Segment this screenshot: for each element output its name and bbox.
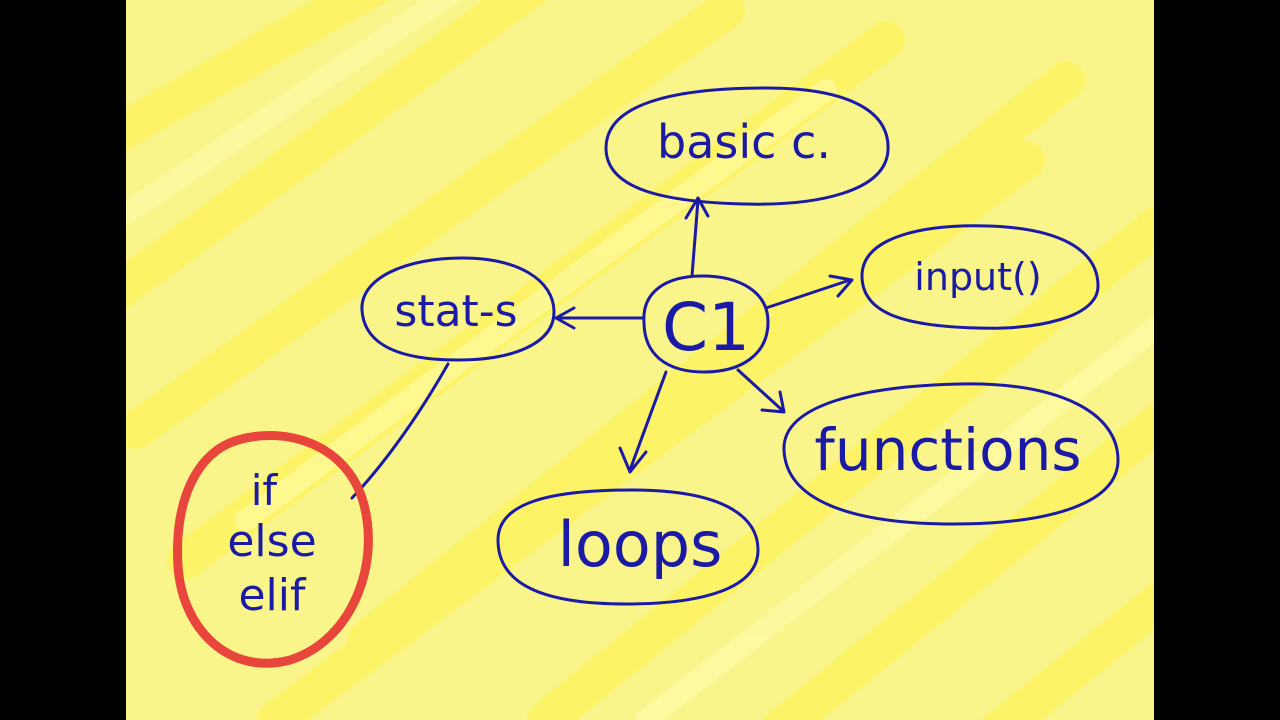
arrow-to-functions — [736, 368, 786, 414]
functions-node-outline — [782, 382, 1120, 526]
functions-node-label: functions — [814, 416, 1081, 484]
whiteboard: basic c. input() stat-s C1 functions loo… — [126, 0, 1154, 720]
arrow-to-statements — [554, 306, 644, 330]
arrow-to-basic — [684, 196, 710, 278]
loops-node-outline — [496, 488, 760, 606]
conditions-highlight-circle — [173, 430, 373, 668]
mind-map: basic c. input() stat-s C1 functions loo… — [126, 0, 1154, 720]
conditions-elif-label: elif — [238, 570, 307, 621]
statements-node-label: stat-s — [394, 286, 517, 337]
basic-node-label: basic c. — [657, 115, 831, 169]
input-node-outline — [860, 224, 1100, 330]
arrow-to-loops — [618, 370, 668, 474]
highlighter-gaps — [126, 0, 1154, 720]
input-node-label: input() — [914, 255, 1041, 299]
statements-node-outline — [360, 256, 556, 362]
conditions-if-label: if — [251, 466, 279, 515]
node-outlines — [360, 86, 1120, 606]
center-node-outline — [642, 274, 770, 374]
arrow-to-input — [764, 274, 854, 310]
basic-node-outline — [604, 86, 890, 206]
line-statements-to-conditions — [350, 362, 450, 500]
conditions-else-label: else — [227, 516, 316, 567]
center-node-label: C1 — [662, 289, 750, 366]
connectors — [350, 196, 854, 500]
loops-node-label: loops — [558, 508, 723, 581]
